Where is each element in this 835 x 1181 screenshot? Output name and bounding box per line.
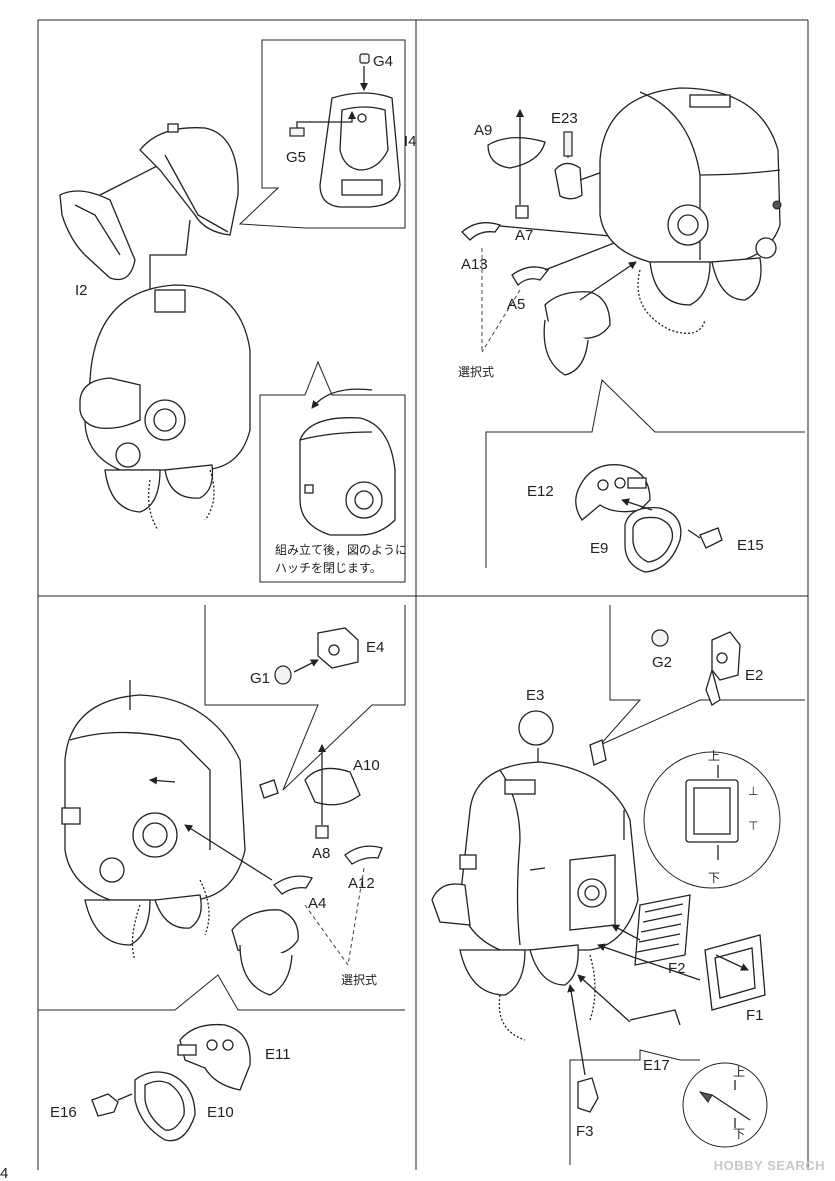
label-a10: A10 (353, 757, 380, 774)
label-g5: G5 (286, 149, 306, 166)
assembly-helmet-body-1 (79, 284, 251, 531)
part-e15 (699, 527, 723, 549)
hatch-note-line1: 組み立て後，図のように (275, 542, 407, 557)
dash-a12 (347, 867, 365, 966)
up-label-2: 上 (733, 1065, 745, 1079)
step-4-bottom-right: 上 下 ⊥ ⊤ (431, 605, 805, 1165)
part-jaw-cover-2 (231, 909, 299, 996)
part-a13 (461, 222, 502, 241)
part-g5 (289, 111, 356, 137)
part-g1 (274, 659, 319, 685)
part-f1-frame (597, 934, 766, 1011)
callout-bubble-e4 (204, 605, 406, 791)
part-e17-wire (577, 974, 681, 1026)
selectable-note-2: 選択式 (341, 973, 377, 987)
callout-bubble-cheek (485, 378, 805, 568)
label-e3: E3 (526, 687, 544, 704)
label-a4: A4 (308, 895, 326, 912)
inset-f1-orientation: 上 下 ⊥ ⊤ (643, 749, 781, 889)
part-e4 (317, 627, 359, 669)
part-hatch-cover (139, 123, 239, 300)
label-a9: A9 (474, 122, 492, 139)
hatch-close-detail (299, 388, 396, 536)
label-e10: E10 (207, 1104, 234, 1121)
part-a7 (515, 205, 529, 219)
selectable-note-1: 選択式 (458, 365, 494, 379)
part-e10 (134, 1071, 196, 1142)
label-f3: F3 (576, 1123, 594, 1140)
label-i2: I2 (75, 282, 88, 299)
part-a9 (487, 137, 546, 169)
part-g2 (651, 629, 669, 647)
label-e15: E15 (737, 537, 764, 554)
step-3-bottom-left: 選択式 E4 G1 A10 A8 A12 A4 E11 E16 E10 (38, 605, 406, 1142)
label-a7: A7 (515, 227, 533, 244)
label-e9: E9 (590, 540, 608, 557)
label-a8: A8 (312, 845, 330, 862)
label-f2: F2 (668, 960, 686, 977)
down-label-1: 下 (708, 871, 720, 885)
tick-top-glyph: ⊥ (748, 784, 758, 798)
part-a4 (273, 875, 313, 895)
panel-frames (37, 19, 809, 1170)
label-e17: E17 (643, 1057, 670, 1074)
part-a10 (304, 744, 361, 825)
label-i4: I4 (404, 133, 417, 150)
part-g4 (359, 53, 370, 91)
dash-a4 (304, 904, 349, 966)
hatch-note-line2: ハッチを閉じます。 (275, 561, 382, 575)
assembly-helmet-body-2 (599, 87, 782, 334)
part-e12 (575, 464, 651, 521)
callout-bubble-hatch (259, 360, 406, 583)
label-a5: A5 (507, 296, 525, 313)
part-e2 (705, 631, 741, 706)
part-i2 (59, 161, 166, 281)
inset-e17-orientation: 上 下 (682, 1062, 768, 1148)
part-f3 (567, 984, 599, 1113)
part-a8 (315, 825, 329, 839)
callout-bubble-e2 (599, 605, 805, 746)
label-e2: E2 (745, 667, 763, 684)
dash-a5 (481, 289, 521, 353)
assembly-helmet-body-3 (61, 680, 279, 961)
watermark: HOBBY SEARCH (713, 1158, 825, 1173)
label-e16: E16 (50, 1104, 77, 1121)
part-e11 (177, 1023, 251, 1091)
part-a5 (511, 266, 550, 287)
callout-bubble-e11 (38, 974, 405, 1011)
callout-bubble-e17 (569, 1049, 700, 1165)
part-f2-mesh (611, 894, 691, 966)
step-1-top-left: 組み立て後，図のように ハッチを閉じます。 G4 G5 I4 I2 (59, 39, 417, 583)
label-a12: A12 (348, 875, 375, 892)
label-a13: A13 (461, 256, 488, 273)
assembly-helmet-body-4 (431, 761, 639, 1041)
label-e11: E11 (265, 1046, 291, 1063)
label-g2: G2 (652, 654, 672, 671)
label-e4: E4 (366, 639, 384, 656)
up-label-1: 上 (708, 749, 720, 763)
part-e16 (91, 1093, 119, 1117)
page-number: 4 (0, 1165, 8, 1181)
part-i4 (319, 92, 401, 208)
label-e12: E12 (527, 483, 554, 500)
callout-bubble-i4 (238, 39, 406, 229)
label-f1: F1 (746, 1007, 764, 1024)
part-jaw-cover (543, 261, 637, 376)
label-g4: G4 (373, 53, 393, 70)
part-e9 (621, 498, 682, 573)
part-a12 (344, 845, 383, 865)
label-g1: G1 (250, 670, 270, 687)
step-2-top-right: 選択式 A9 E23 A7 A13 A5 E12 E9 E15 (458, 87, 805, 573)
part-e23 (554, 131, 609, 200)
tick-bottom-glyph: ⊤ (748, 819, 758, 833)
label-e23: E23 (551, 110, 578, 127)
down-label-2: 下 (733, 1127, 745, 1141)
